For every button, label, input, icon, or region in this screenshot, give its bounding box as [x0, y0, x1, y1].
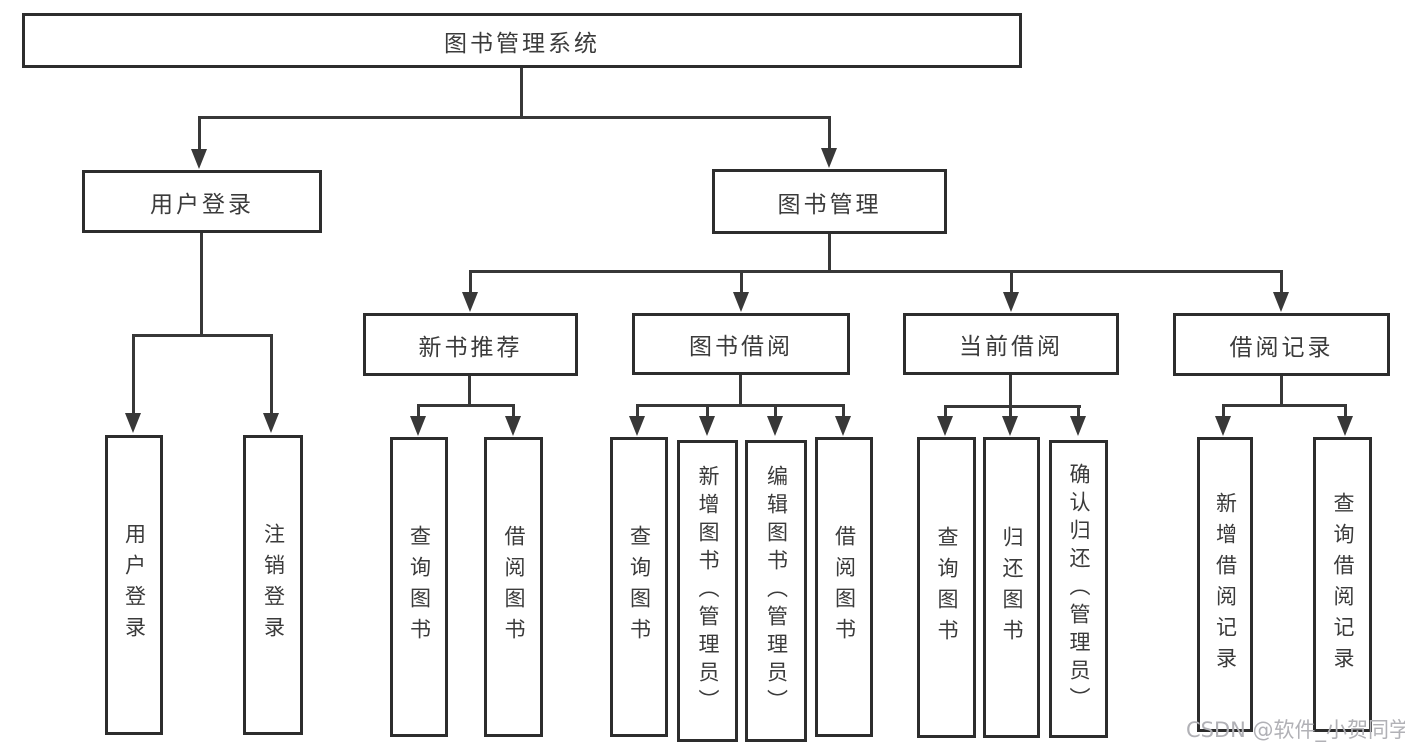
arrow-down-icon [629, 416, 645, 436]
arrow-down-icon [1215, 416, 1231, 436]
node-label: 新书推荐 [418, 334, 523, 361]
connector-line [636, 404, 639, 418]
node-book-management: 图书管理 [712, 169, 947, 234]
connector-line [417, 404, 515, 407]
leaf-label: 新增借阅记录 [1213, 491, 1238, 678]
connector-line [132, 334, 273, 337]
leaf-borrow-books: 借阅图书 [815, 437, 873, 737]
connector-line [1009, 405, 1012, 418]
connector-line [1222, 404, 1225, 418]
connector-line [1222, 404, 1347, 407]
node-user-login: 用户登录 [82, 170, 322, 233]
leaf-label: 编辑图书（管理员） [764, 465, 789, 717]
node-borrowing-records: 借阅记录 [1173, 313, 1390, 376]
leaf-current-query-books: 查询图书 [917, 437, 976, 738]
connector-line [198, 116, 201, 150]
connector-line [132, 334, 135, 414]
connector-line [468, 376, 471, 407]
leaf-label: 查询图书 [935, 525, 959, 650]
arrow-down-icon [937, 416, 953, 436]
node-book-borrowing: 图书借阅 [632, 313, 850, 375]
arrow-down-icon [835, 416, 851, 436]
node-label: 图书借阅 [689, 334, 793, 360]
connector-line [1280, 270, 1283, 294]
arrow-down-icon [699, 416, 715, 436]
node-label: 借阅记录 [1229, 334, 1334, 361]
arrow-down-icon [1003, 292, 1019, 312]
connector-line [828, 116, 831, 150]
connector-line [512, 404, 515, 418]
connector-line [417, 404, 420, 418]
leaf-label: 用户登录 [122, 523, 147, 647]
leaf-label: 新增图书（管理员） [696, 465, 720, 717]
connector-line [1344, 404, 1347, 418]
arrow-down-icon [505, 416, 521, 436]
arrow-down-icon [191, 149, 207, 169]
connector-line [739, 375, 742, 407]
connector-line [1009, 375, 1012, 408]
node-label: 用户登录 [150, 191, 254, 218]
leaf-recommend-borrow-books: 借阅图书 [484, 437, 543, 737]
leaf-recommend-query-books: 查询图书 [390, 437, 448, 737]
connector-line [740, 270, 743, 294]
connector-line [1077, 405, 1080, 418]
arrow-down-icon [1070, 416, 1086, 436]
leaf-label: 查询图书 [627, 525, 652, 649]
connector-line [520, 68, 523, 119]
arrow-down-icon [1002, 416, 1018, 436]
connector-line [270, 334, 273, 414]
arrow-down-icon [462, 292, 478, 312]
leaf-label: 借阅图书 [502, 525, 526, 649]
leaf-user-login: 用户登录 [105, 435, 163, 735]
leaf-label: 归还图书 [1000, 525, 1024, 650]
connector-line [828, 234, 831, 273]
arrow-down-icon [821, 148, 837, 168]
connector-line [842, 404, 845, 418]
arrow-down-icon [733, 292, 749, 312]
leaf-query-borrow-record: 查询借阅记录 [1313, 437, 1372, 732]
leaf-borrowing-query-books: 查询图书 [610, 437, 668, 737]
leaf-label: 确认归还（管理员） [1067, 463, 1091, 715]
connector-line [706, 404, 709, 418]
node-label: 当前借阅 [959, 334, 1063, 360]
connector-line [1010, 270, 1013, 294]
leaf-logout: 注销登录 [243, 435, 303, 735]
arrow-down-icon [1337, 416, 1353, 436]
connector-line [1280, 376, 1283, 407]
arrow-down-icon [125, 413, 141, 433]
connector-line [469, 270, 472, 294]
connector-line [198, 116, 831, 119]
connector-line [944, 405, 947, 418]
arrow-down-icon [1273, 292, 1289, 312]
leaf-confirm-return-admin: 确认归还（管理员） [1049, 440, 1108, 738]
leaf-return-books: 归还图书 [983, 437, 1040, 738]
leaf-label: 注销登录 [261, 523, 286, 647]
leaf-edit-books-admin: 编辑图书（管理员） [745, 440, 807, 742]
node-new-book-recommend: 新书推荐 [363, 313, 578, 376]
node-label: 图书管理系统 [444, 30, 600, 57]
node-current-borrowing: 当前借阅 [903, 313, 1119, 375]
arrow-down-icon [263, 413, 279, 433]
leaf-add-borrow-record: 新增借阅记录 [1197, 437, 1253, 732]
connector-line [469, 270, 1282, 273]
leaf-label: 查询图书 [407, 525, 432, 649]
arrow-down-icon [410, 416, 426, 436]
connector-line [200, 233, 203, 337]
leaf-label: 借阅图书 [832, 525, 857, 649]
node-library-management-system: 图书管理系统 [22, 13, 1022, 68]
leaf-label: 查询借阅记录 [1331, 491, 1355, 678]
connector-line [636, 404, 845, 407]
connector-line [774, 404, 777, 418]
leaf-add-books-admin: 新增图书（管理员） [677, 440, 738, 742]
connector-line [944, 405, 1081, 408]
arrow-down-icon [767, 416, 783, 436]
node-label: 图书管理 [777, 191, 882, 218]
csdn-watermark: CSDN @软件_小贺同学 [1186, 718, 1405, 742]
